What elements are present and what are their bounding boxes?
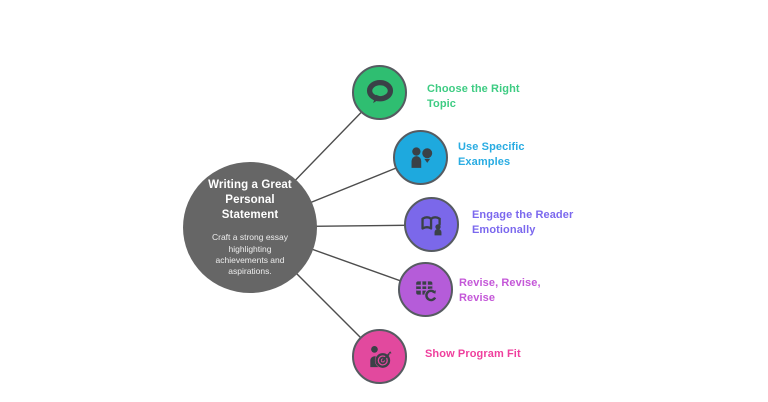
speech-bubble-icon [366,79,393,103]
node-circle-specific-examples [393,130,448,185]
person-idea-icon [411,146,432,168]
central-node: Writing a Great Personal Statement Craft… [183,162,317,293]
node-label-revise: Revise, Revise, Revise [459,277,541,305]
node-circle-program-fit [352,329,407,384]
node-label-program-fit: Show Program Fit [425,348,521,360]
node-circle-choose-topic [352,65,407,120]
book-reader-icon [420,215,441,235]
node-circle-revise [398,262,453,317]
central-title: Writing a Great Personal Statement [208,178,292,222]
table-refresh-icon [415,280,438,302]
node-label-engage-reader: Engage the Reader Emotionally [472,209,574,237]
central-subtitle: Craft a strong essay highlighting achiev… [211,232,289,276]
person-target-icon [369,345,392,368]
node-circle-engage-reader [404,197,459,252]
node-label-specific-examples: Use Specific Examples [458,141,525,169]
node-label-choose-topic: Choose the Right Topic [427,83,520,111]
